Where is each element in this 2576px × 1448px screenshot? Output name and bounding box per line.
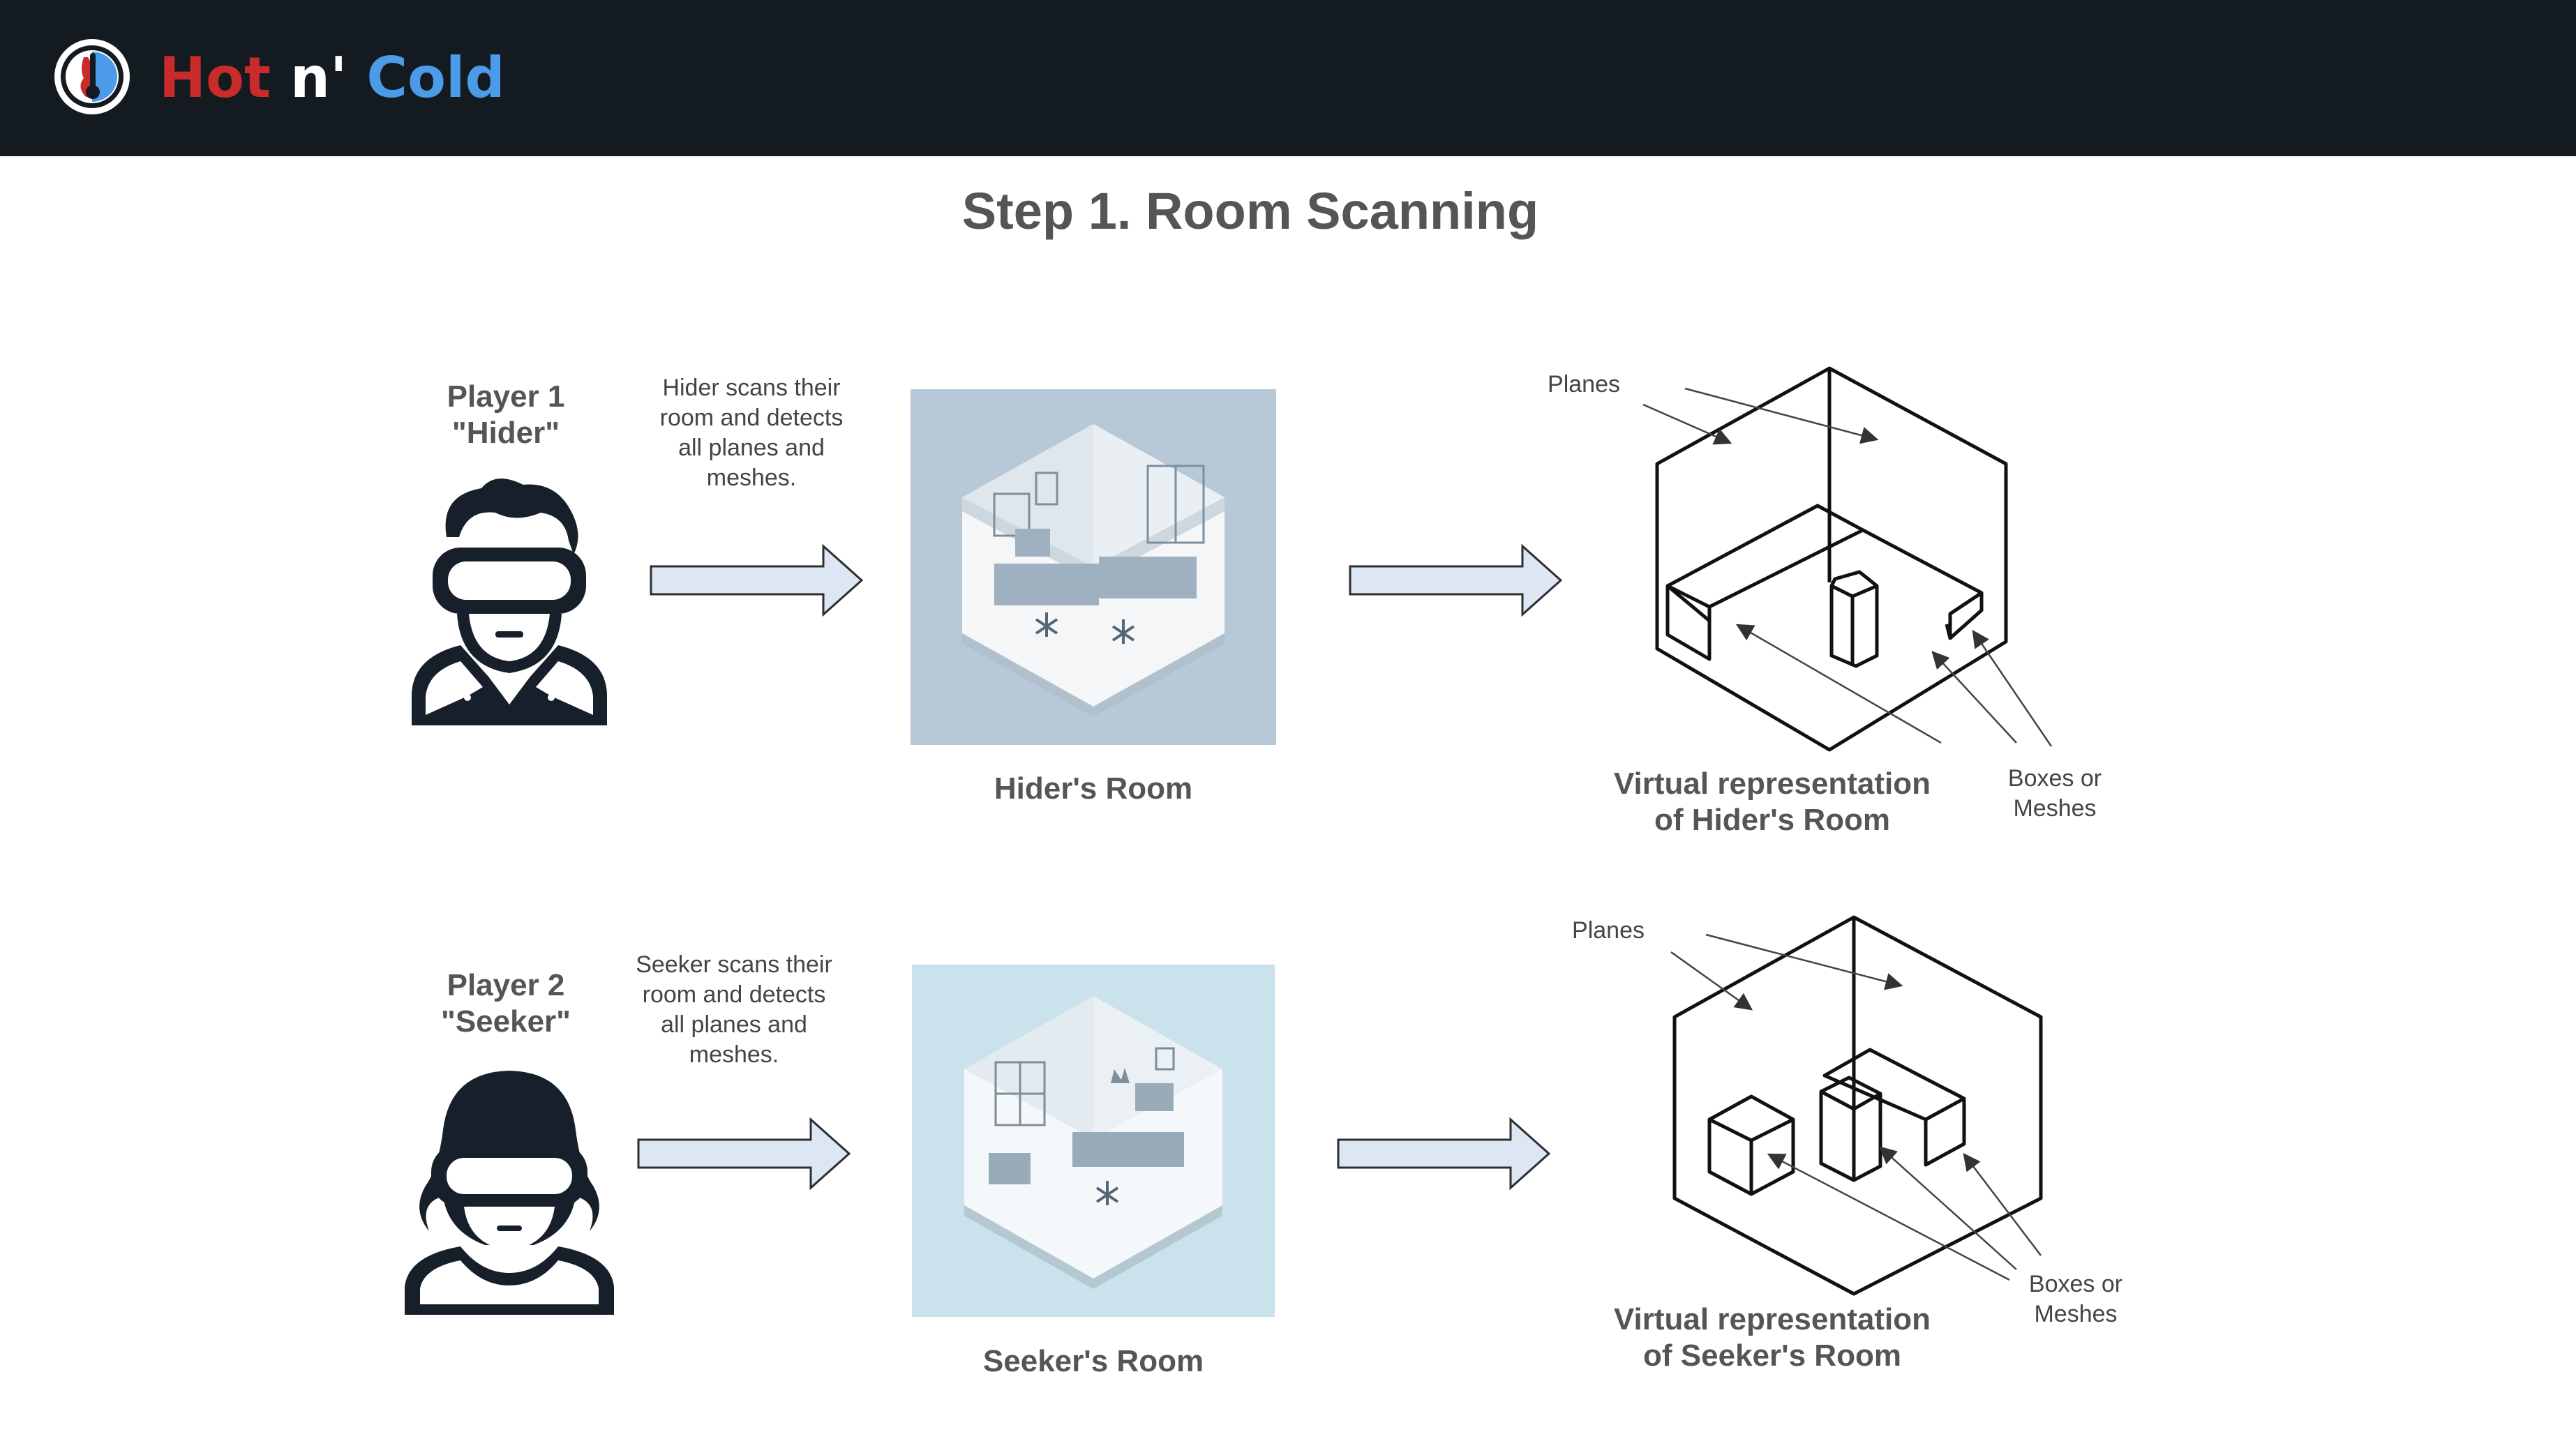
player2-number: Player 2 — [447, 968, 565, 1002]
player2-role: "Seeker" — [440, 1004, 571, 1039]
brand-cold: Cold — [366, 45, 505, 110]
brand-n: n' — [290, 45, 347, 110]
hider-virtual-caption-line2: of Hider's Room — [1654, 803, 1891, 837]
player1-label: Player 1 "Hider" — [401, 379, 611, 451]
brand-hot: Hot — [159, 45, 271, 110]
hider-description: Hider scans their room and detects all p… — [659, 375, 844, 491]
arrow-right-icon — [637, 1117, 851, 1191]
seeker-room-caption: Seeker's Room — [982, 1344, 1204, 1378]
seeker-boxes-label-line2: Meshes — [2034, 1301, 2118, 1327]
brand-name[interactable]: Hot n' Cold — [159, 43, 505, 113]
hider-virtual-caption: Virtual representation of Hider's Room — [1591, 766, 1954, 838]
vr-headset-man-icon — [412, 478, 607, 725]
seeker-room-image — [912, 965, 1275, 1317]
player1-number: Player 1 — [447, 379, 565, 414]
seeker-boxes-label-line1: Boxes or — [2028, 1271, 2123, 1297]
player1-role: "Hider" — [451, 416, 560, 450]
hider-boxes-label-line1: Boxes or — [2007, 765, 2102, 792]
hider-room-image — [911, 389, 1276, 745]
player2-label: Player 2 "Seeker" — [401, 967, 611, 1040]
seeker-virtual-caption-line1: Virtual representation — [1614, 1302, 1931, 1336]
top-bar: Hot n' Cold — [0, 0, 2576, 156]
arrow-right-icon — [1337, 1117, 1551, 1191]
seeker-virtual-caption: Virtual representation of Seeker's Room — [1591, 1302, 1954, 1374]
page-title: Step 1. Room Scanning — [961, 182, 1539, 240]
arrow-right-icon — [1349, 543, 1563, 617]
seeker-virtual-room-wireframe — [1670, 915, 2043, 1296]
hider-boxes-label-line2: Meshes — [2013, 795, 2097, 822]
seeker-boxes-label: Boxes or Meshes — [2006, 1269, 2146, 1329]
seeker-virtual-caption-line2: of Seeker's Room — [1643, 1338, 1901, 1373]
hider-boxes-label: Boxes or Meshes — [1985, 764, 2125, 824]
arrow-right-icon — [650, 543, 864, 617]
seeker-description: Seeker scans their room and detects all … — [636, 951, 832, 1068]
thermometer-logo-icon[interactable] — [52, 36, 133, 117]
vr-headset-woman-icon — [405, 1071, 614, 1315]
hider-planes-label: Planes — [1548, 371, 1620, 398]
hider-room-caption: Hider's Room — [994, 771, 1193, 806]
hider-virtual-caption-line1: Virtual representation — [1614, 767, 1931, 801]
hider-virtual-room-wireframe — [1642, 366, 2053, 752]
seeker-planes-label: Planes — [1572, 917, 1645, 944]
